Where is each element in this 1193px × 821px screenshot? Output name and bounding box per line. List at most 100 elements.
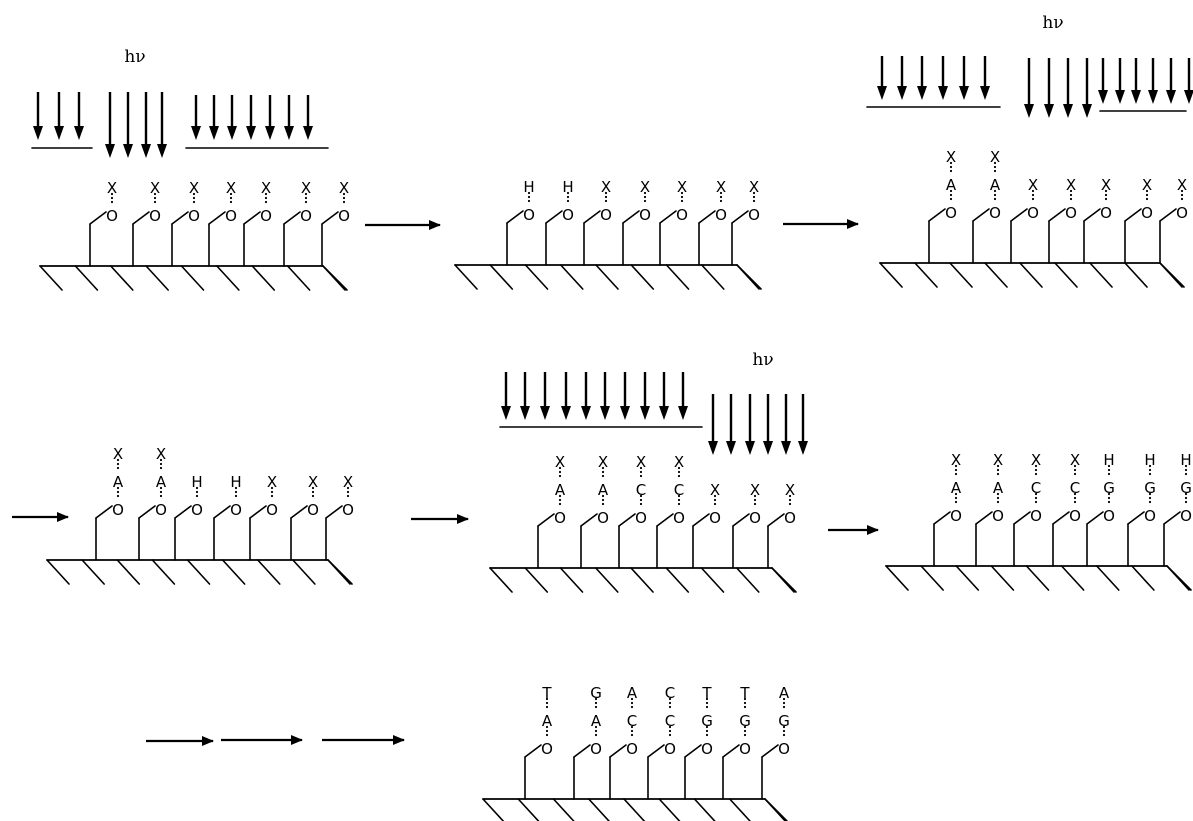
light-arrowhead	[520, 406, 530, 420]
surface-hatch	[1095, 565, 1120, 591]
surface-hatch	[552, 798, 575, 821]
bond-dot	[954, 468, 958, 472]
oxygen-atom: O	[600, 206, 612, 224]
linker-arm	[1010, 208, 1028, 222]
oxygen-atom: O	[639, 206, 651, 224]
bond-dot	[153, 200, 157, 204]
bond-dot	[713, 498, 717, 502]
site-2: OAX	[580, 453, 609, 569]
bond-dot	[558, 502, 562, 506]
protecting-group-x: X	[343, 473, 353, 491]
bond-dot	[604, 195, 608, 199]
bond-dot	[346, 494, 350, 498]
oxygen-atom: O	[676, 206, 688, 224]
oxygen-atom: O	[950, 507, 962, 525]
linker-arm	[506, 210, 524, 224]
bond-dot	[1104, 193, 1108, 197]
bond-dot	[705, 733, 709, 737]
bond-dot	[752, 195, 756, 199]
bond-dot	[110, 192, 114, 196]
surface-hatch	[665, 567, 690, 593]
nucleotide-c: C	[674, 481, 684, 499]
site-3: OX	[1010, 176, 1039, 264]
bond-dot	[630, 733, 634, 737]
bond-dot	[1031, 197, 1035, 201]
linker-arm	[1013, 511, 1031, 525]
linker-arm	[573, 744, 591, 758]
light-arrowhead	[1148, 90, 1158, 104]
oxygen-atom: O	[1027, 204, 1039, 222]
deprotected-hydroxyl-h: H	[230, 473, 241, 491]
bond-dot	[677, 466, 681, 470]
surface-hatch	[594, 567, 619, 593]
bond-dot	[996, 492, 1000, 496]
oxygen-atom: O	[562, 206, 574, 224]
linker-arm	[1048, 208, 1066, 222]
bond-dot	[545, 705, 549, 709]
site-7: OX	[731, 178, 760, 266]
nucleotide-a: A	[156, 473, 167, 491]
surface-hatch	[595, 264, 619, 290]
bond-dot	[639, 474, 643, 478]
surface-hatch	[879, 262, 903, 288]
light-label-hv: hν	[1042, 13, 1063, 33]
bond-dot	[601, 470, 605, 474]
linker-arm	[132, 211, 150, 225]
bond-dot	[304, 200, 308, 204]
linker-arm	[537, 513, 555, 527]
surface-hatch	[949, 262, 973, 288]
bond-dot	[159, 494, 163, 498]
bond-dot	[677, 502, 681, 506]
bond-dot	[1034, 464, 1038, 468]
bond-dot	[1180, 197, 1184, 201]
bond-dot	[639, 498, 643, 502]
linker-arm	[1124, 208, 1142, 222]
bond-dot	[752, 199, 756, 203]
oxygen-atom: O	[635, 509, 647, 527]
bond-dot	[630, 701, 634, 705]
deprotected-hydroxyl-h: H	[523, 178, 534, 196]
bond-dot	[159, 490, 163, 494]
bond-dot	[996, 468, 1000, 472]
bond-dot	[601, 466, 605, 470]
site-3: OX	[171, 179, 200, 267]
nucleotide-c: C	[627, 712, 637, 730]
linker-arm	[659, 210, 677, 224]
oxygen-atom: O	[155, 501, 167, 519]
protecting-group-x: X	[640, 178, 650, 196]
linker-arm	[767, 513, 785, 527]
bond-dot	[1031, 193, 1035, 197]
oxygen-atom: O	[992, 507, 1004, 525]
linker-arm	[524, 744, 542, 758]
surface-hatch	[46, 559, 70, 585]
light-arrowhead	[1098, 90, 1108, 104]
bond-dot	[1184, 496, 1188, 500]
bond-dot	[1184, 500, 1188, 504]
oxygen-atom: O	[778, 740, 790, 758]
protecting-group-x: X	[301, 179, 311, 197]
linker-arm	[933, 511, 951, 525]
linker-arm	[325, 505, 343, 519]
site-4: OX	[208, 179, 237, 267]
linker-arm	[618, 513, 636, 527]
nucleotide-g: G	[590, 684, 602, 702]
site-1: OAX	[933, 451, 962, 567]
light-arrowhead	[708, 441, 718, 455]
bond-dot	[639, 494, 643, 498]
nucleotide-c: C	[1070, 479, 1080, 497]
bond-dot	[680, 195, 684, 199]
linker-arm	[622, 210, 640, 224]
bond-dot	[234, 490, 238, 494]
surface-hatch	[771, 567, 795, 593]
bond-dot	[743, 701, 747, 705]
bond-dot	[264, 192, 268, 196]
bond-dot	[159, 458, 163, 462]
light-arrowhead	[501, 406, 511, 420]
surface-hatch	[735, 567, 760, 593]
protecting-group-x: X	[308, 473, 318, 491]
bond-dot	[153, 196, 157, 200]
linker-arm	[171, 211, 189, 225]
